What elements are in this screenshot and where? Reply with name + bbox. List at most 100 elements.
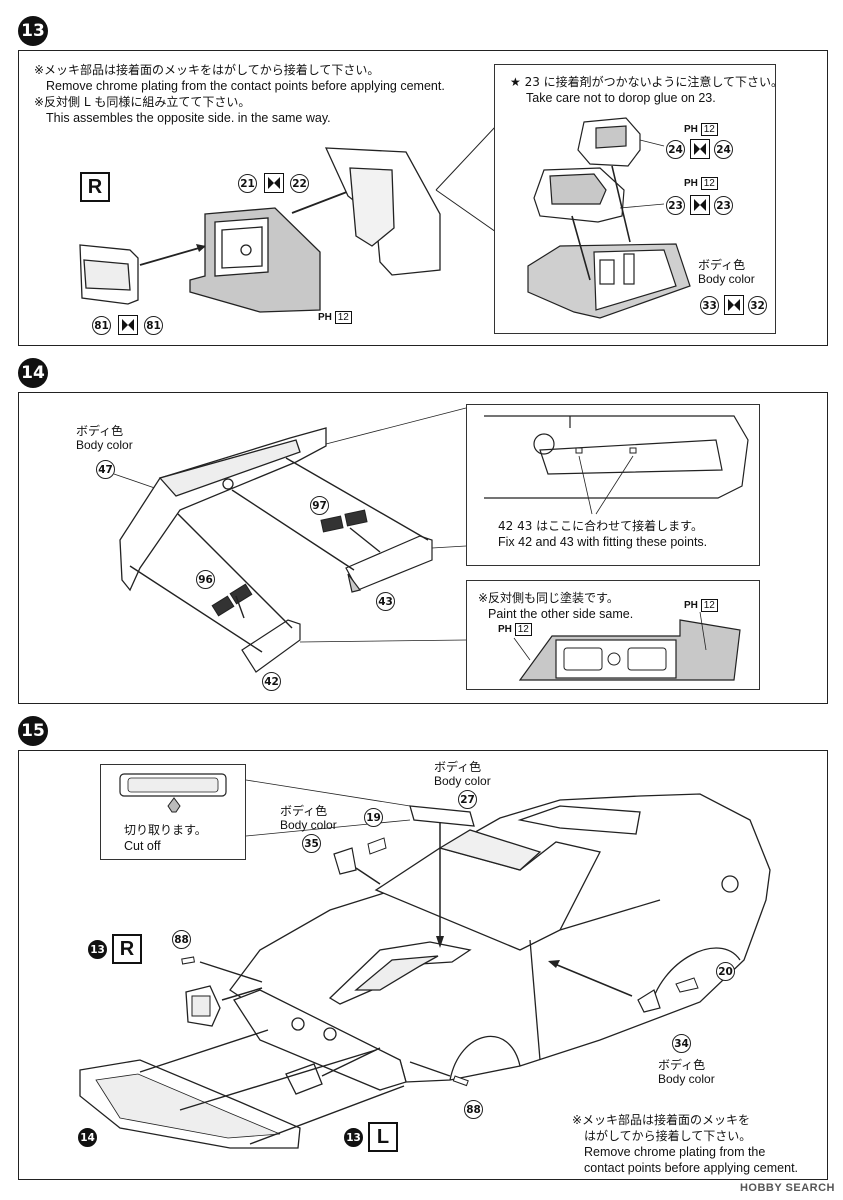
s15-chrome-note: ※メッキ部品は接着面のメッキを はがしてから接着して下さい。 Remove ch… — [572, 1112, 798, 1176]
part-label-43: 43 — [376, 592, 395, 611]
part-47-rear-fascia — [119, 427, 327, 592]
pair-23-icon — [690, 195, 710, 215]
part-label-88a: 88 — [172, 930, 191, 949]
paint-code-letters: PH — [318, 312, 332, 323]
part-label-19: 19 — [364, 808, 383, 827]
s15-chrome-en-1: Remove chrome plating from the — [584, 1145, 766, 1159]
part-label-22: 22 — [290, 174, 309, 193]
part-label-24a: 24 — [666, 140, 685, 159]
s15-body-color-34: ボディ色 Body color — [658, 1058, 715, 1086]
inset-paint-letters-1: PH — [684, 124, 698, 135]
watermark: HOBBY SEARCH — [739, 1182, 835, 1194]
part-label-81a: 81 — [92, 316, 111, 335]
part-label-20: 20 — [716, 962, 735, 981]
ref-step-13-l: 13 — [344, 1128, 363, 1147]
inset-glue-note: ★ 23 に接着剤がつかないように注意して下さい。 Take care not … — [510, 74, 783, 106]
part-label-21: 21 — [238, 174, 257, 193]
s15-bc27-en: Body color — [434, 774, 491, 788]
part-label-88b: 88 — [464, 1100, 483, 1119]
side-letter-r: R — [80, 172, 110, 202]
s15-chrome-jp-2: はがしてから接着して下さい。 — [584, 1129, 752, 1143]
ref-step-13-r: 13 — [88, 940, 107, 959]
s15-body-color-27: ボディ色 Body color — [434, 760, 491, 788]
inset-paint-number-1: 12 — [700, 123, 718, 136]
paint-code-number: 12 — [334, 311, 352, 324]
ref-step-14: 14 — [78, 1128, 97, 1147]
s14-inset1-jp: 42 43 はここに合わせて接着します。 — [498, 519, 703, 533]
s14-inset2-jp: ※反対側も同じ塗装です。 — [478, 591, 619, 605]
pair-33-32-icon — [724, 295, 744, 315]
part-label-81b: 81 — [144, 316, 163, 335]
s14-body-color: ボディ色 Body color — [76, 424, 133, 452]
cutoff-label: 切り取ります。 Cut off — [124, 822, 207, 854]
s14-paint-letters-l: PH — [498, 624, 512, 635]
part-label-96: 96 — [196, 570, 215, 589]
s14-inset2-paint-right: PH 12 — [684, 599, 718, 612]
part-label-23a: 23 — [666, 196, 685, 215]
step-14-inset-1 — [466, 404, 760, 566]
s14-inset1-note: 42 43 はここに合わせて接着します。 Fix 42 and 43 with … — [498, 518, 707, 550]
inset-glue-note-jp: ★ 23 に接着剤がつかないように注意して下さい。 — [510, 75, 784, 89]
s14-paint-letters-r: PH — [684, 600, 698, 611]
headlight-13l — [285, 1063, 323, 1095]
s15-bc35-en: Body color — [280, 818, 337, 832]
part-81-lens — [79, 244, 139, 305]
chrome-note-jp: ※メッキ部品は接着面のメッキをはがしてから接着して下さい。 — [34, 63, 380, 77]
ref-side-r: R — [112, 934, 142, 964]
step-13-badge: 13 — [18, 16, 48, 46]
part-label-47: 47 — [96, 460, 115, 479]
part-42-light — [241, 619, 301, 673]
opposite-note-en: This assembles the opposite side. in the… — [46, 111, 331, 125]
inset-paint-code-2: PH 12 — [684, 177, 718, 190]
part-34-mirror — [637, 989, 661, 1013]
s14-inset2-note: ※反対側も同じ塗装です。 Paint the other side same. — [478, 590, 633, 622]
s14-inset2-paint-left: PH 12 — [498, 623, 532, 636]
s15-bc27-jp: ボディ色 — [434, 760, 482, 774]
step-15-badge: 15 — [18, 716, 48, 746]
s14-inset1-en: Fix 42 and 43 with fitting these points. — [498, 535, 708, 549]
part-96-lens — [211, 583, 253, 617]
part-label-32: 32 — [748, 296, 767, 315]
cutoff-jp: 切り取ります。 — [124, 823, 207, 837]
part-43-light — [345, 535, 433, 593]
inset-body-color: ボディ色 Body color — [698, 258, 755, 286]
pair-81-icon — [118, 315, 138, 335]
inset-body-color-jp: ボディ色 — [698, 258, 746, 272]
s15-body-color-35: ボディ色 Body color — [280, 804, 337, 832]
part-label-34: 34 — [672, 1034, 691, 1053]
part-label-42: 42 — [262, 672, 281, 691]
part-label-35: 35 — [302, 834, 321, 853]
s14-inset2-en: Paint the other side same. — [488, 607, 634, 621]
step-14-badge: 14 — [18, 358, 48, 388]
inset-body-color-en: Body color — [698, 272, 755, 286]
inset-glue-note-en: Take care not to dorop glue on 23. — [526, 91, 716, 105]
s15-bc34-jp: ボディ色 — [658, 1058, 706, 1072]
part-label-27: 27 — [458, 790, 477, 809]
cutoff-en: Cut off — [124, 839, 161, 853]
inset-paint-code-1: PH 12 — [684, 123, 718, 136]
part-label-97: 97 — [310, 496, 329, 515]
s15-bc34-en: Body color — [658, 1072, 715, 1086]
part-label-23b: 23 — [714, 196, 733, 215]
s15-chrome-jp-1: ※メッキ部品は接着面のメッキを — [572, 1113, 751, 1127]
pair-21-22-icon — [264, 173, 284, 193]
s14-body-color-jp: ボディ色 — [76, 424, 124, 438]
ref-side-l: L — [368, 1122, 398, 1152]
part-bezel — [324, 147, 441, 276]
step-13-notes: ※メッキ部品は接着面のメッキをはがしてから接着して下さい。 Remove chr… — [34, 62, 445, 126]
s15-chrome-en-2: contact points before applying cement. — [584, 1161, 799, 1175]
opposite-note-jp: ※反対側 L も同様に組み立てて下さい。 — [34, 95, 251, 109]
part-21-housing — [189, 207, 321, 313]
chrome-note-en: Remove chrome plating from the contact p… — [46, 79, 445, 93]
s14-paint-number-r: 12 — [700, 599, 718, 612]
inset-paint-number-2: 12 — [700, 177, 718, 190]
s14-body-color-en: Body color — [76, 438, 133, 452]
s14-paint-number-l: 12 — [514, 623, 532, 636]
